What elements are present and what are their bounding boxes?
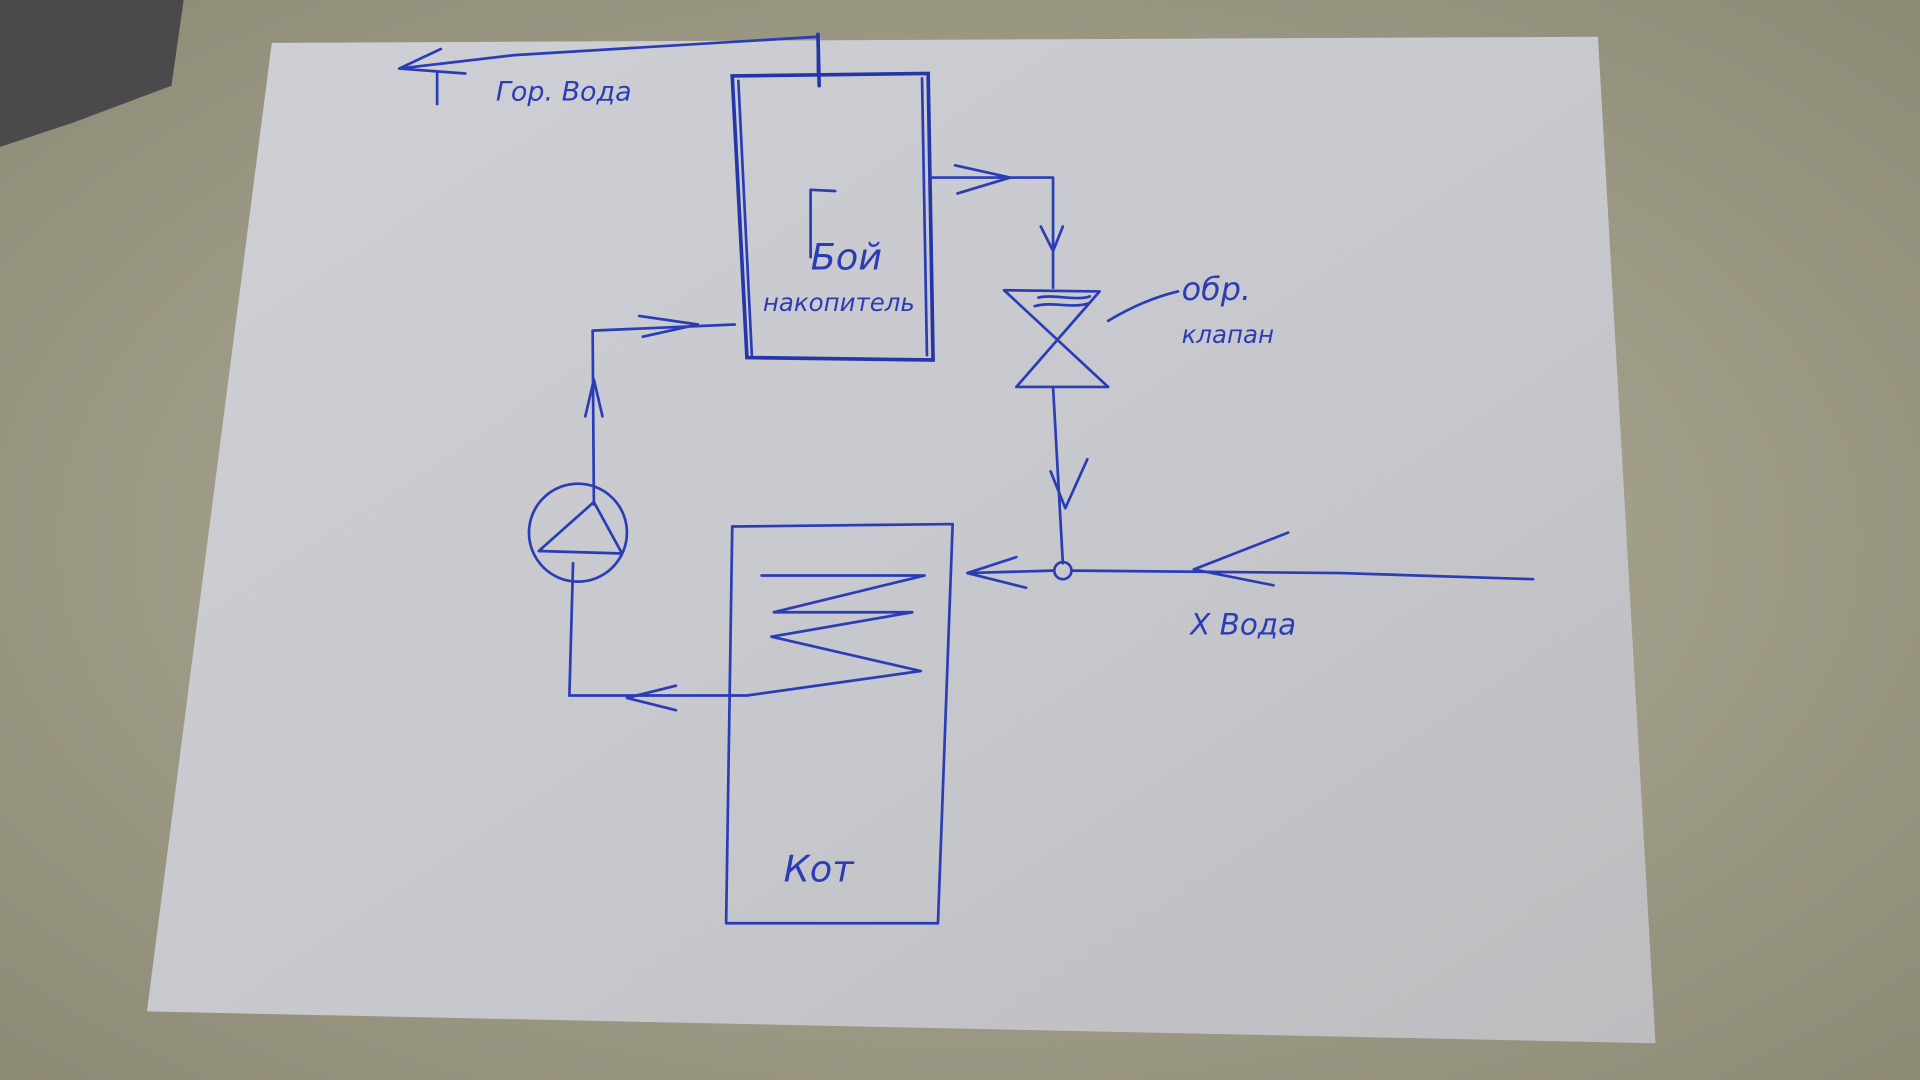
circulation-pipe (568, 314, 737, 697)
hot-water-label: Гор. Вода (496, 76, 632, 107)
device-corner (0, 0, 184, 147)
storage-tank (730, 71, 935, 362)
tank-outlet-pipe (929, 163, 1065, 290)
tank-label-line2: накопитель (763, 288, 915, 317)
cold-water-label: Х Вода (1188, 607, 1296, 641)
check-valve-label-line1: обр. (1182, 270, 1251, 308)
boiler (568, 522, 954, 925)
tank-label-line1: Бой (811, 235, 883, 278)
check-valve-symbol (1002, 288, 1180, 389)
boiler-label: Кот (784, 848, 856, 891)
paper-sheet (146, 36, 1656, 1044)
cold-water-pipe (966, 531, 1535, 590)
check-valve-label-line2: клапан (1182, 320, 1274, 349)
hot-water-pipe (397, 32, 822, 106)
pump-symbol (527, 482, 629, 583)
